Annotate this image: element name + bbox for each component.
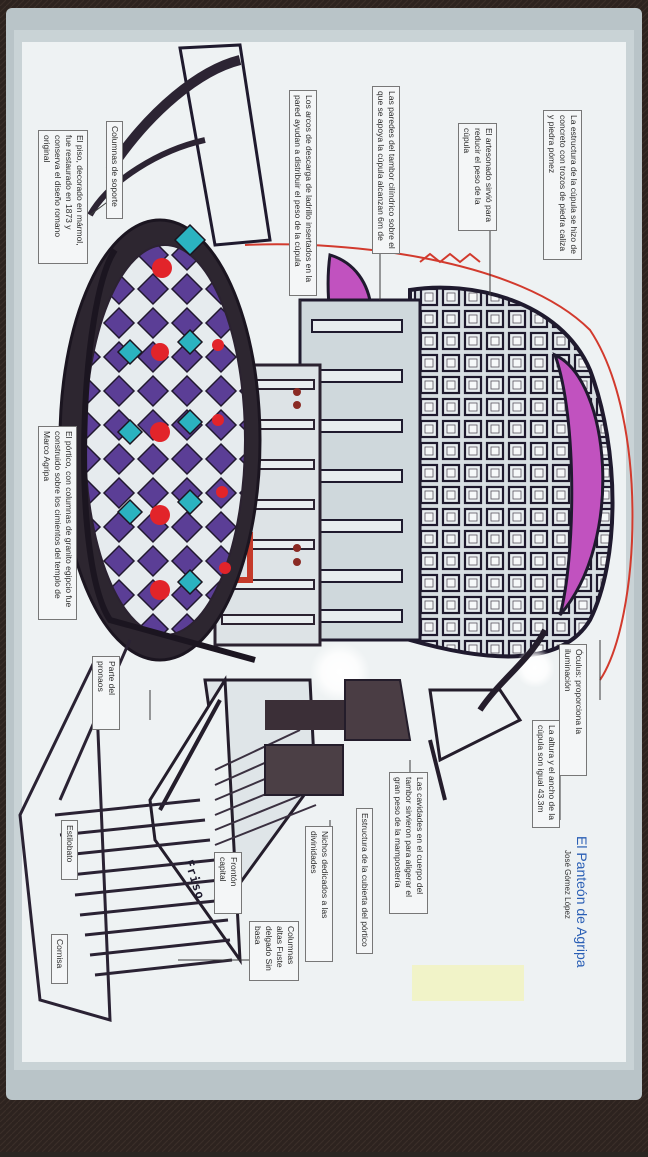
label-columnas-altas: Columnas altas Fuste delgado Sin basa xyxy=(249,921,299,981)
label-cornisa: Cornisa xyxy=(51,934,68,984)
label-oculus: Óculus: proporciona la iluminación xyxy=(559,644,587,776)
label-fronton: Frontón capital xyxy=(214,852,242,914)
dome-cap-magenta xyxy=(552,352,605,616)
poster-title: El Panteón de Agripa xyxy=(574,836,590,968)
label-estructura-cubierta: Estructura de la cubierta del pórtico xyxy=(356,808,373,954)
portico-columns xyxy=(54,798,233,977)
portico-roof-block xyxy=(264,744,344,796)
label-columnas-soporte: Columnas de soporte xyxy=(106,121,123,219)
label-estructura-cupula: La estructura de la cúpula se hizo de co… xyxy=(543,110,582,260)
label-piso: El piso, decorado en mármol, fue restaur… xyxy=(38,130,88,264)
label-artesonado: El artesonado sirvió para reducir el pes… xyxy=(458,123,497,231)
floor-turquoise-diamonds xyxy=(116,223,207,596)
floor-rim xyxy=(81,248,256,663)
label-arcos-descarga: Los arcos de descarga de ladrillo insert… xyxy=(289,90,317,296)
label-portico: El pórtico, con columnas de granito egip… xyxy=(38,426,77,620)
cornice-piece xyxy=(344,679,412,741)
roof-structure xyxy=(178,43,272,247)
label-parte-pronaos: Parte del pronaos xyxy=(92,656,120,730)
label-estilobato: Estilobato xyxy=(61,820,78,880)
poster-author: José Gómez López xyxy=(563,850,572,919)
dome-outline-red xyxy=(244,243,634,681)
highlight-sticker xyxy=(412,965,524,1001)
label-cavidades: Las cavidades en el cuerpo del tambor si… xyxy=(389,772,428,914)
label-altura: La altura y el ancho de la cúpula son ig… xyxy=(532,720,560,828)
floor-red-circles xyxy=(150,258,231,600)
label-nichos: Nichos dedicados a las divinidades xyxy=(305,826,333,962)
label-paredes-tambor: Las paredes del tambor cilíndrico sobre … xyxy=(372,86,400,254)
